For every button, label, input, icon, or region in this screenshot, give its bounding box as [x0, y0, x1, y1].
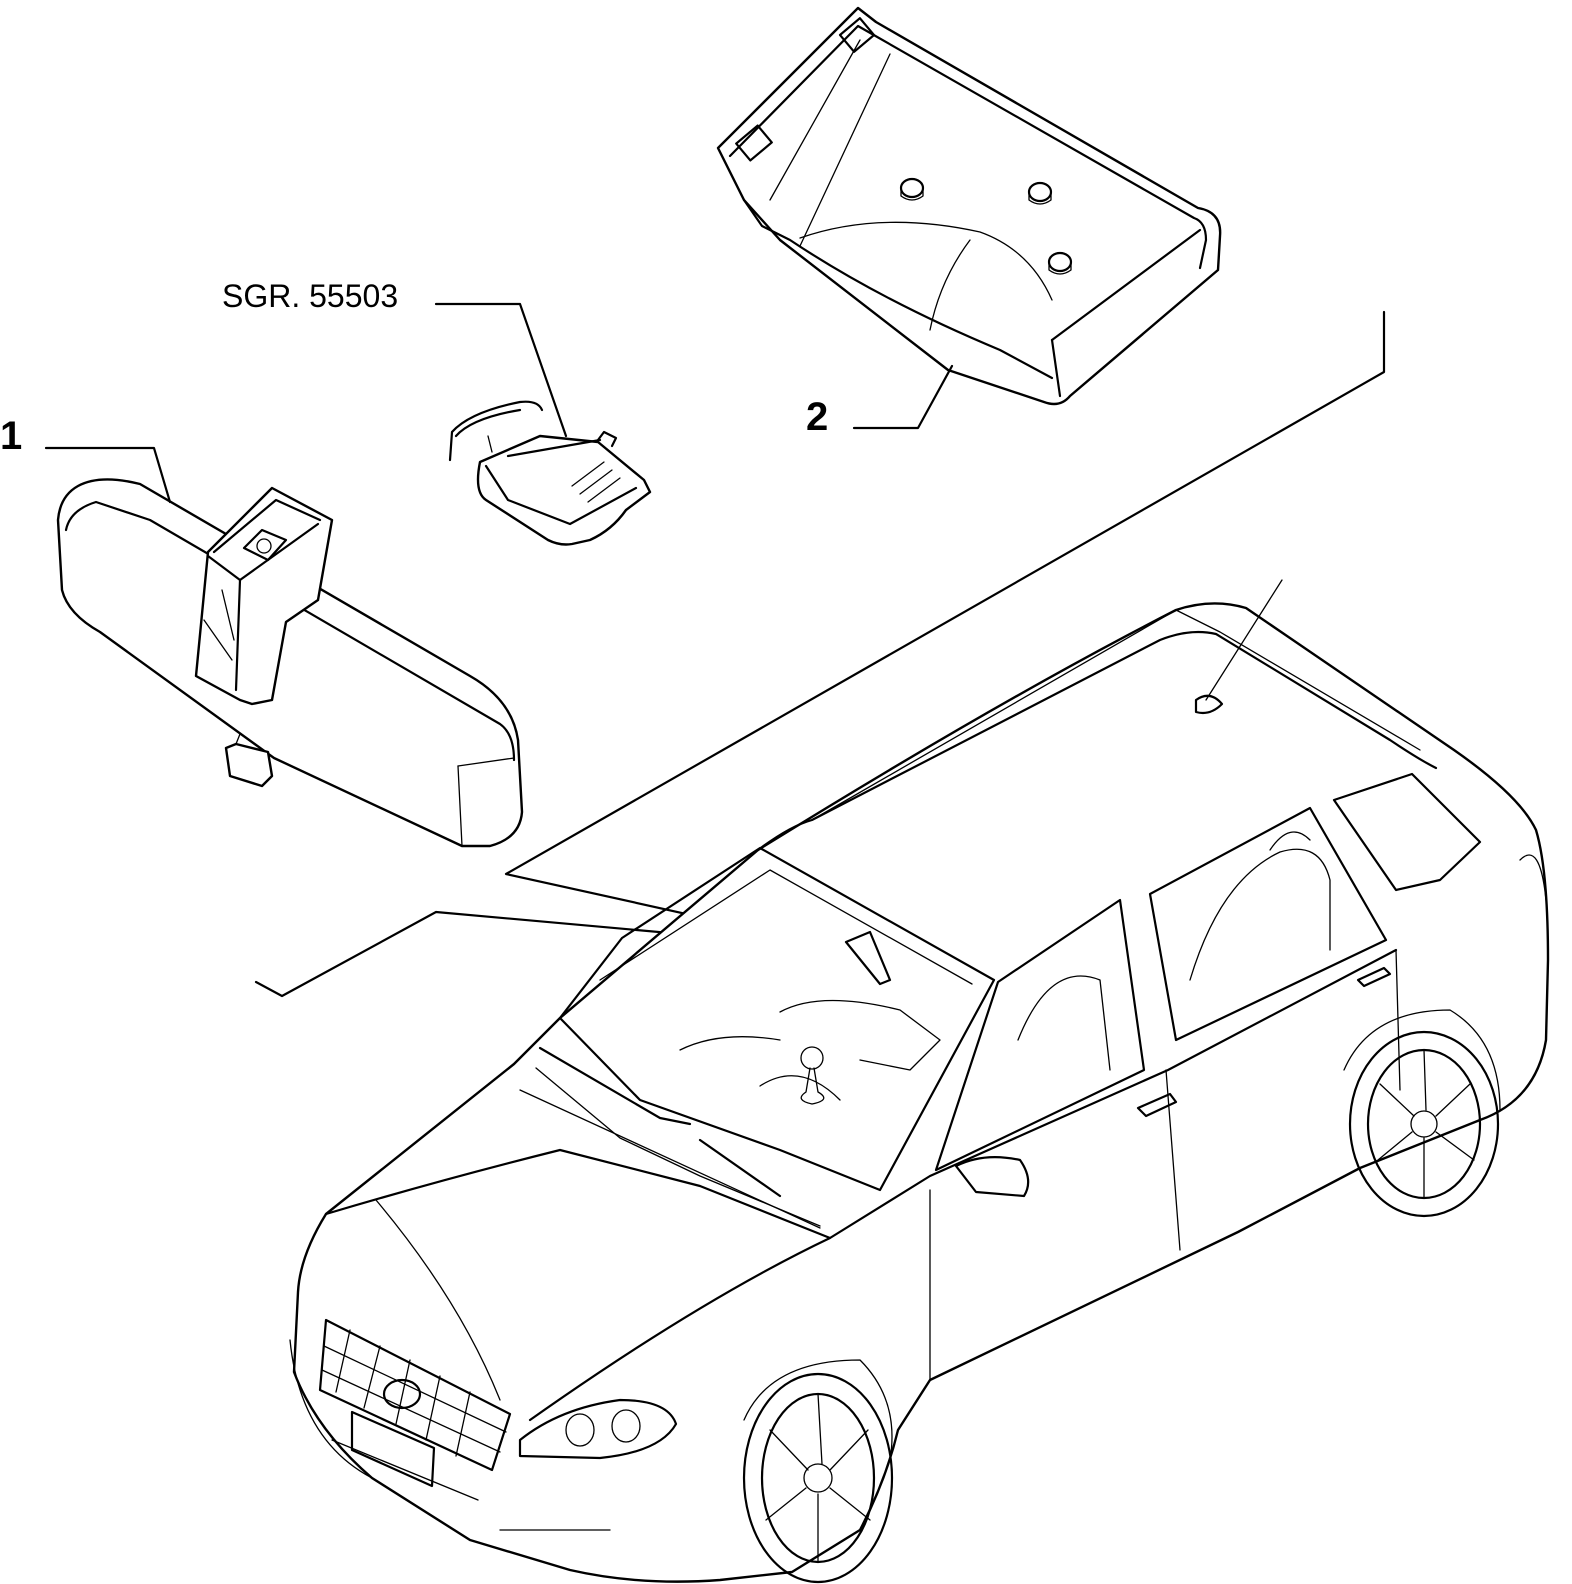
part-2-cover-tray [716, 6, 1222, 406]
sensor-module [448, 400, 652, 546]
car-illustration [289, 579, 1550, 1584]
subgroup-reference-label: SGR. 55503 [222, 278, 399, 314]
callout-label-2: 2 [806, 395, 829, 439]
callout-label-1: 1 [0, 414, 23, 458]
part-1-rearview-mirror [56, 478, 524, 848]
